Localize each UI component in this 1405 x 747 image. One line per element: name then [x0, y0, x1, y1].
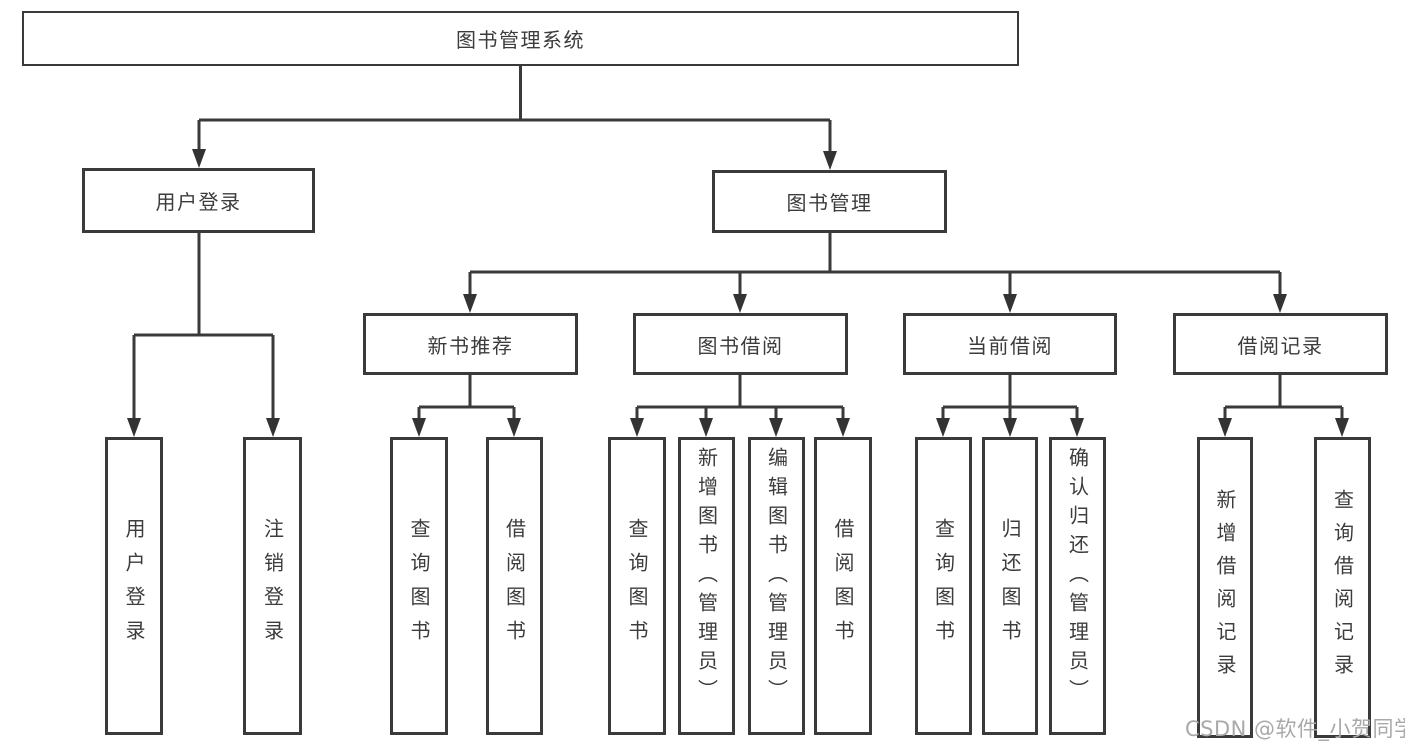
node-user-login: 用户登录 — [82, 168, 315, 233]
leaf-br-query-record-label: 查询借阅记录 — [1330, 488, 1355, 687]
leaf-cb-confirm-return: 确认归还（管理员） — [1049, 437, 1106, 735]
leaf-cb-return-book: 归还图书 — [982, 437, 1038, 735]
node-book-mgmt: 图书管理 — [712, 170, 947, 233]
leaf-nb-query-book-label: 查询图书 — [407, 518, 431, 654]
leaf-br-query-record: 查询借阅记录 — [1314, 437, 1371, 738]
leaf-nb-borrow-book-label: 借阅图书 — [502, 518, 527, 654]
leaf-bb-borrow-book-label: 借阅图书 — [831, 518, 855, 654]
node-borrow-record: 借阅记录 — [1173, 313, 1388, 375]
node-new-book-rec: 新书推荐 — [363, 313, 578, 375]
leaf-nb-borrow-book: 借阅图书 — [486, 437, 543, 735]
leaf-br-add-record: 新增借阅记录 — [1197, 437, 1253, 738]
node-borrow-record-label: 借阅记录 — [1237, 333, 1324, 358]
csdn-watermark: CSDN @软件_小贺同学 — [1185, 717, 1405, 741]
node-root: 图书管理系统 — [22, 11, 1019, 66]
leaf-bb-borrow-book: 借阅图书 — [814, 437, 872, 735]
node-book-borrow-label: 图书借阅 — [697, 333, 784, 358]
node-new-book-rec-label: 新书推荐 — [427, 333, 514, 358]
node-current-borrow: 当前借阅 — [903, 313, 1117, 375]
leaf-user-login: 用户登录 — [105, 437, 163, 735]
leaf-logout: 注销登录 — [243, 437, 302, 735]
node-book-borrow: 图书借阅 — [633, 313, 848, 375]
leaf-logout-label: 注销登录 — [260, 518, 285, 654]
leaf-cb-query-book: 查询图书 — [915, 437, 972, 735]
leaf-bb-add-book-label: 新增图书（管理员） — [694, 447, 719, 708]
node-user-login-label: 用户登录 — [155, 190, 242, 214]
leaf-bb-query-book: 查询图书 — [608, 437, 666, 735]
node-book-mgmt-label: 图书管理 — [786, 191, 873, 215]
leaf-bb-edit-book-label: 编辑图书（管理员） — [764, 447, 789, 708]
leaf-bb-add-book: 新增图书（管理员） — [678, 437, 735, 735]
node-current-borrow-label: 当前借阅 — [967, 333, 1053, 358]
node-root-label: 图书管理系统 — [456, 28, 585, 52]
leaf-bb-edit-book: 编辑图书（管理员） — [748, 437, 805, 735]
leaf-cb-confirm-return-label: 确认归还（管理员） — [1065, 447, 1090, 708]
leaf-bb-query-book-label: 查询图书 — [625, 518, 649, 654]
leaf-cb-return-book-label: 归还图书 — [998, 518, 1022, 654]
leaf-user-login-label: 用户登录 — [122, 518, 146, 654]
leaf-br-add-record-label: 新增借阅记录 — [1213, 488, 1237, 687]
leaf-cb-query-book-label: 查询图书 — [931, 518, 956, 654]
leaf-nb-query-book: 查询图书 — [390, 437, 448, 735]
